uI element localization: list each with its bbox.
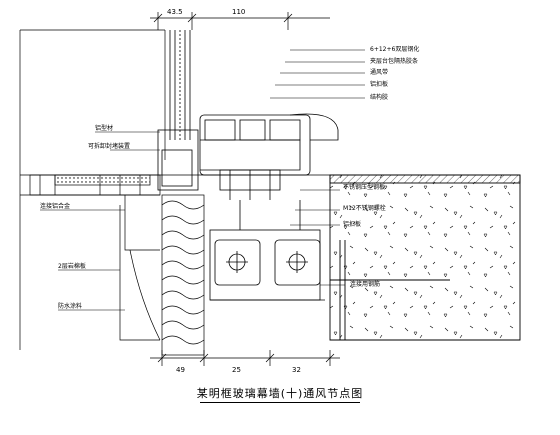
label-left-4: 2层岩棉板 bbox=[58, 263, 86, 270]
label-right-4: 铝扣板 bbox=[370, 81, 389, 88]
top-dimension bbox=[150, 12, 330, 30]
dim-bottom-2: 25 bbox=[232, 366, 241, 374]
dim-top-1: 43.5 bbox=[167, 8, 183, 16]
label-right-7: M12不锈钢螺栓 bbox=[343, 205, 386, 212]
label-right-6: 不锈钢压型钢板 bbox=[343, 184, 386, 191]
insulation bbox=[161, 194, 205, 356]
frame-profile bbox=[157, 113, 339, 200]
concrete-slab bbox=[329, 174, 521, 341]
label-right-2: 夹层台包隔热胶条 bbox=[370, 58, 419, 65]
label-left-5: 防水涂料 bbox=[58, 303, 83, 310]
label-right-5: 结构胶 bbox=[370, 94, 389, 101]
label-right-1: 6+12+6双层钢化 bbox=[370, 46, 420, 53]
dim-bottom-3: 32 bbox=[292, 366, 301, 374]
drawing-caption: 某明框玻璃幕墙(十)通风节点图 bbox=[196, 387, 364, 400]
glass-panel bbox=[169, 30, 191, 140]
dim-bottom-1: 49 bbox=[176, 366, 185, 374]
bottom-dimension bbox=[150, 350, 340, 366]
label-right-3: 通风带 bbox=[370, 69, 389, 76]
label-right-8: 铝扣板 bbox=[343, 221, 362, 228]
dim-top-2: 110 bbox=[232, 8, 246, 16]
bracket-assembly bbox=[209, 200, 325, 301]
label-right-9: 连接用钢筋 bbox=[350, 281, 381, 288]
leaders bbox=[40, 49, 365, 311]
label-left-2: 可拆卸封堵装置 bbox=[88, 143, 131, 150]
caption-underline bbox=[200, 402, 360, 403]
left-zone bbox=[19, 29, 330, 350]
label-left-1: 铝型材 bbox=[95, 125, 114, 132]
label-left-3: 连接铝合金 bbox=[40, 203, 71, 210]
